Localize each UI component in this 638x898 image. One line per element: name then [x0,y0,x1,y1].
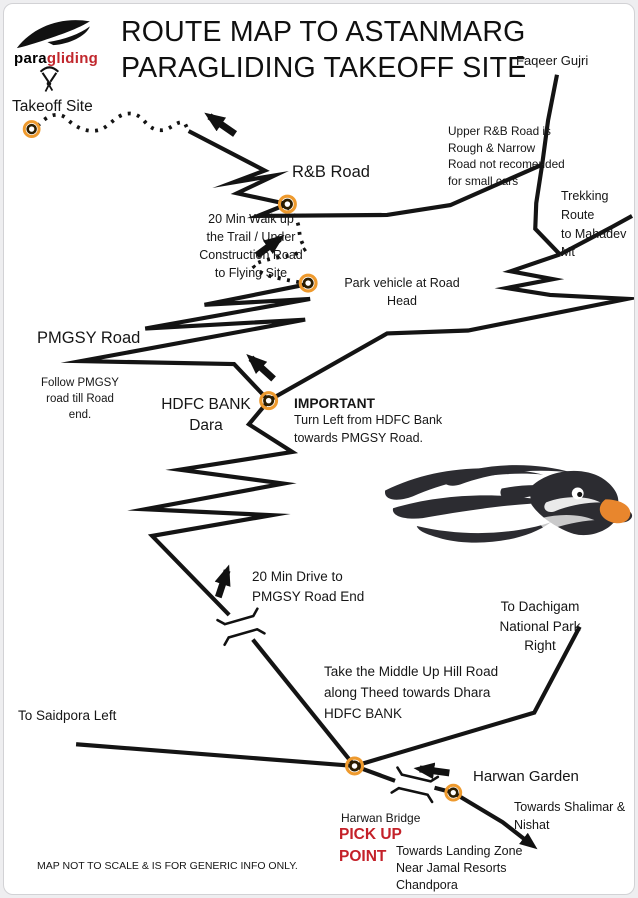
walk-up-arrow-icon [254,234,285,259]
label-pmgsy-road: PMGSY Road [37,329,141,347]
trekking-route-branch [558,214,634,257]
brand-red-text: gliding [46,50,99,67]
note-park-vehicle: Park vehicle at Road Head [344,276,460,308]
road-to-hdfc-junction [267,252,634,403]
under-construction-trail [250,205,310,285]
note-landing-zone: Towards Landing Zone Near Jamal Resorts … [396,844,523,892]
label-shalimar-nishat: Towards Shalimar & Nishat [514,800,626,833]
rb-road [246,162,544,219]
pmgsy-road-zigzag [60,282,311,403]
landing-zone-road [452,790,538,850]
roads [36,74,634,850]
brand-black-text: para [14,50,47,67]
harwan-bridge-east-marker [444,783,463,802]
harwan-garden-arrow-icon [413,762,450,780]
takeoff-walking-trail [36,111,191,133]
note-turn-left-hdfc: Turn Left from HDFC Bank towards PMGSY R… [294,413,443,445]
paragliding-brand: paragliding [14,50,98,67]
faqeer-gujri-road [540,74,560,165]
label-saidpora: To Saidpora Left [18,708,117,723]
tribal-eagle-graphic [384,465,633,543]
harwan-junction-marker [345,756,365,776]
label-harwan-bridge: Harwan Bridge [341,811,421,825]
map-markers [22,120,463,802]
paragliding-wing-logo-icon [16,20,90,49]
paraglider-pilot-icon [39,66,60,92]
route-map-graphic [16,20,634,850]
map-canvas: ROUTE MAP TO ASTANMARG PARAGLIDING TAKEO… [3,3,635,895]
note-middle-uphill-road: Take the Middle Up Hill Road along Theed… [324,664,499,721]
road-to-harwan [251,638,357,768]
note-walk-up-trail: 20 Min Walk up the Trail / Under Constru… [199,212,303,281]
drive-up-arrow-icon [214,564,231,599]
connector-road [533,164,562,256]
label-takeoff-site: Takeoff Site [12,98,93,115]
saidpora-road [75,742,355,769]
pmgsy-turn-arrow-icon [246,353,276,382]
upper-rb-road [187,129,289,207]
label-dachigam: To Dachigam National Park Right [499,599,581,654]
label-rb-road: R&B Road [292,163,370,181]
park-vehicle-marker [298,273,318,293]
label-trekking-route: Trekking Route to Mahadev Mt [561,189,627,260]
rb-road-head-marker [277,194,297,214]
note-20-min-drive: 20 Min Drive to PMGSY Road End [252,569,365,605]
takeoff-site-marker [22,120,41,138]
label-important: IMPORTANT [294,396,375,411]
dachigam-road [353,625,582,768]
takeoff-direction-arrow-icon [204,112,238,137]
direction-arrows [204,112,450,780]
hdfc-downhill-zigzag [127,399,299,617]
map-title: ROUTE MAP TO ASTANMARG PARAGLIDING TAKEO… [121,16,527,85]
hdfc-bank-junction-marker [259,391,279,411]
label-hdfc-bank-dara: HDFC BANK Dara [161,396,251,434]
bridge-icon [216,607,266,647]
note-upper-rb-road: Upper R&B Road is Rough & Narrow Road no… [448,124,565,188]
map-disclaimer: MAP NOT TO SCALE & IS FOR GENERIC INFO O… [37,860,298,872]
label-harwan-garden: Harwan Garden [473,768,579,785]
label-pickup-point: PICK UP POINT [339,826,402,866]
note-follow-pmgsy: Follow PMGSY road till Road end. [41,377,119,422]
label-faqeer-gujri: Faqeer Gujri [516,53,589,68]
